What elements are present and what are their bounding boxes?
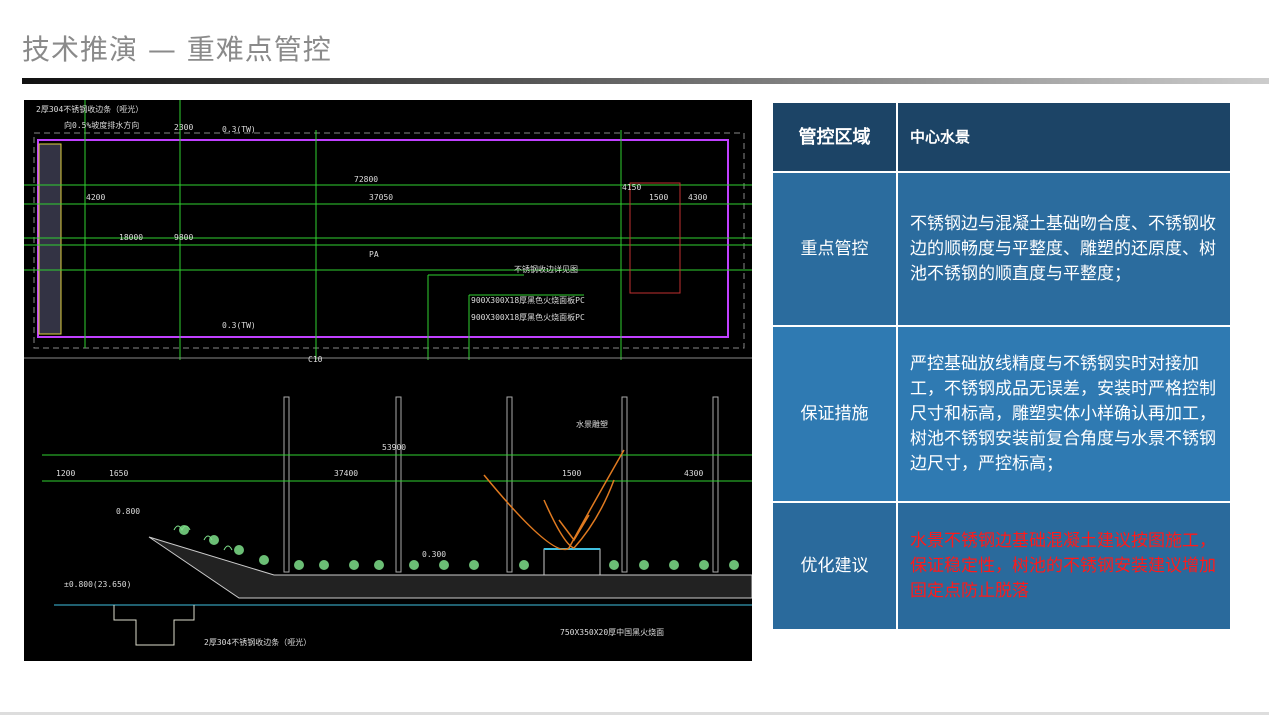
row-key: 管控区域 xyxy=(771,101,898,173)
row-value: 中心水景 xyxy=(896,101,1232,173)
section-label: ±0.800(23.650) xyxy=(64,580,131,589)
plan-label: 37050 xyxy=(369,193,393,202)
plan-label: 1500 xyxy=(649,193,668,202)
row-key: 保证措施 xyxy=(771,325,898,503)
plan-label: 9800 xyxy=(174,233,193,242)
plan-label: 0.3(TW) xyxy=(222,321,256,330)
plan-label: 900X300X18厚黑色火烧面板PC xyxy=(471,295,585,305)
plan-view: 2厚304不锈钢收边条（哑光） 向0.5%坡度排水方向 0.3(TW) 7280… xyxy=(24,100,752,364)
bottom-border xyxy=(0,712,1269,715)
section-label: 750X350X20厚中国黑火烧面 xyxy=(560,627,664,637)
plan-label: 2厚304不锈钢收边条（哑光） xyxy=(36,104,143,114)
plan-label: C10 xyxy=(308,355,323,364)
plan-label: 18000 xyxy=(119,233,143,242)
section-label: 53900 xyxy=(382,443,406,452)
title-divider xyxy=(22,78,1269,84)
section-view: 53900 1200 1650 37400 1500 4300 0.800 ±0… xyxy=(42,396,752,647)
control-table: 管控区域 中心水景 重点管控 不锈钢边与混凝土基础吻合度、不锈钢收边的顺畅度与平… xyxy=(771,101,1232,631)
plan-label: 0.3(TW) xyxy=(222,125,256,134)
plan-label: 不锈钢收边详见图 xyxy=(514,264,578,274)
plan-label: 72800 xyxy=(354,175,378,184)
section-label: 4300 xyxy=(684,469,703,478)
plan-label: 4300 xyxy=(688,193,707,202)
row-value: 不锈钢边与混凝土基础吻合度、不锈钢收边的顺畅度与平整度、雕塑的还原度、树池不锈钢… xyxy=(896,171,1232,327)
section-label: 1200 xyxy=(56,469,75,478)
page-title: 技术推演 — 重难点管控 xyxy=(22,33,332,66)
table-row-key-control: 重点管控 不锈钢边与混凝土基础吻合度、不锈钢收边的顺畅度与平整度、雕塑的还原度、… xyxy=(771,171,1232,327)
plan-label: 2300 xyxy=(174,123,193,132)
plan-label: 4200 xyxy=(86,193,105,202)
table-row-suggestions: 优化建议 水景不锈钢边基础混凝土建议按图施工，保证稳定性，树池的不锈钢安装建议增… xyxy=(771,501,1232,631)
plan-label: 900X300X18厚黑色火烧面板PC xyxy=(471,312,585,322)
section-label: 2厚304不锈钢收边条（哑光） xyxy=(204,637,311,647)
section-label: 37400 xyxy=(334,469,358,478)
row-key: 优化建议 xyxy=(771,501,898,631)
section-label: 水景雕塑 xyxy=(576,419,608,429)
row-key: 重点管控 xyxy=(771,171,898,327)
section-label: 0.300 xyxy=(422,550,446,559)
row-value-highlight: 水景不锈钢边基础混凝土建议按图施工，保证稳定性，树池的不锈钢安装建议增加固定点防… xyxy=(896,501,1232,631)
plan-label: 向0.5%坡度排水方向 xyxy=(64,120,139,130)
row-value: 严控基础放线精度与不锈钢实时对接加工，不锈钢成品无误差，安装时严格控制尺寸和标高… xyxy=(896,325,1232,503)
plan-label: PA xyxy=(369,250,379,259)
section-label: 1650 xyxy=(109,469,128,478)
section-label: 0.800 xyxy=(116,507,140,516)
table-row-area: 管控区域 中心水景 xyxy=(771,101,1232,173)
section-label: 1500 xyxy=(562,469,581,478)
cad-drawing: 2厚304不锈钢收边条（哑光） 向0.5%坡度排水方向 0.3(TW) 7280… xyxy=(24,100,752,661)
plan-label: 4150 xyxy=(622,183,641,192)
table-row-measures: 保证措施 严控基础放线精度与不锈钢实时对接加工，不锈钢成品无误差，安装时严格控制… xyxy=(771,325,1232,503)
